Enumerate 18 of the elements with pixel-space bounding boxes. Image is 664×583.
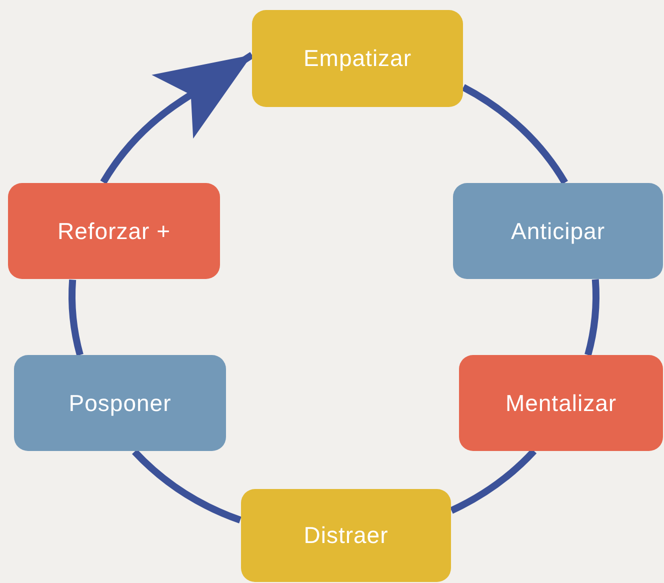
step-box	[241, 489, 451, 582]
step-box	[14, 355, 226, 451]
step-label: Empatizar	[303, 44, 412, 74]
connector-arc	[584, 279, 600, 356]
connector-arc	[450, 448, 536, 514]
step-label: Reforzar +	[57, 216, 170, 246]
step-box	[453, 183, 663, 279]
arrow	[100, 52, 254, 184]
connector-arc	[132, 449, 242, 524]
step-label: Mentalizar	[505, 388, 617, 418]
step-box	[8, 183, 220, 279]
step-label: Anticipar	[511, 216, 605, 246]
step-label: Distraer	[304, 521, 388, 550]
connector-arc	[68, 280, 84, 356]
step-label: Posponer	[68, 388, 172, 418]
connector-arc	[462, 84, 568, 185]
step-box	[252, 10, 463, 107]
step-box	[459, 355, 663, 451]
